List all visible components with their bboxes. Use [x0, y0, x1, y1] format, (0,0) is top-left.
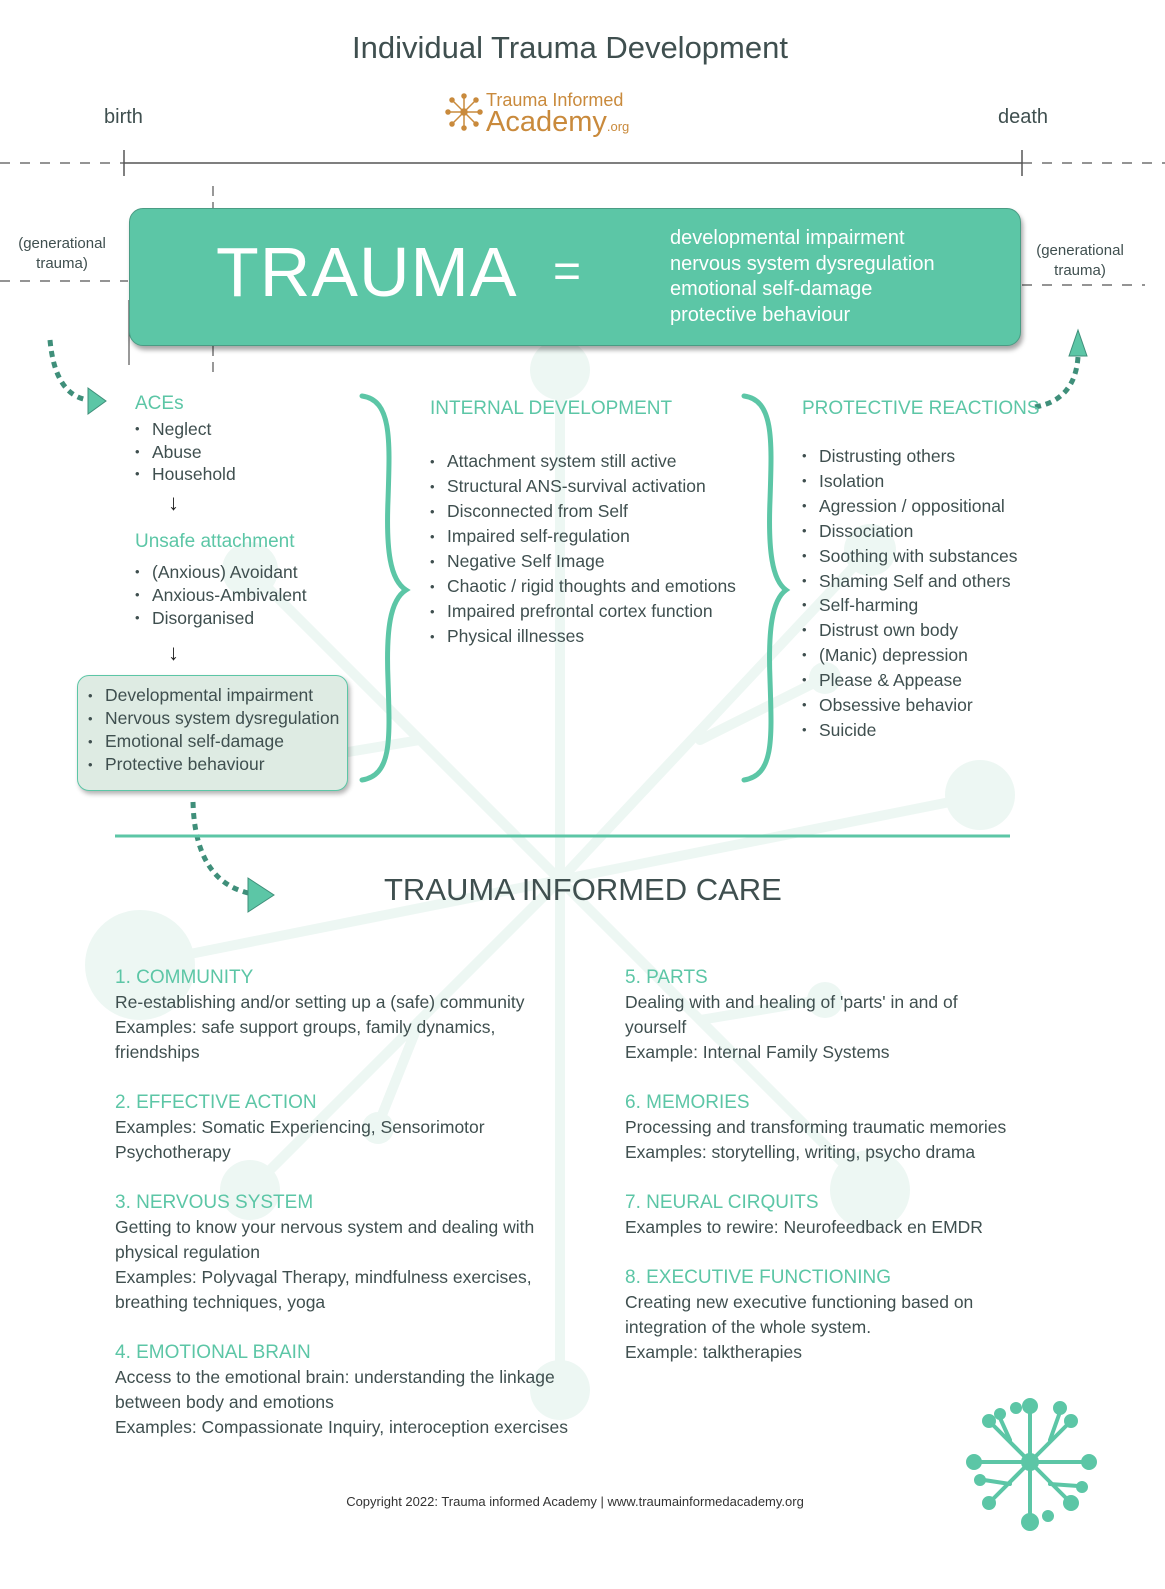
arrow-head-right-icon: [1068, 328, 1088, 357]
trauma-effect: emotional self-damage: [670, 278, 873, 300]
page-title: Individual Trauma Development: [352, 30, 788, 65]
list-item: (Anxious) Avoidant: [135, 561, 307, 584]
curly-brace-left-icon: [359, 393, 411, 783]
care-item-heading: 3. NERVOUS SYSTEM: [115, 1192, 314, 1213]
arrow-head-bottom-icon: [247, 877, 275, 913]
list-item: Nervous system dysregulation: [88, 707, 339, 730]
logo-sunburst-icon: [445, 93, 483, 131]
dashed-arrow-left: [47, 339, 89, 403]
list-item: Neglect: [135, 418, 236, 441]
protective-reactions-heading: PROTECTIVE REACTIONS: [802, 398, 1040, 419]
list-item: Abuse: [135, 441, 236, 464]
list-item: Attachment system still active: [430, 449, 736, 474]
internal-development-heading: INTERNAL DEVELOPMENT: [430, 398, 673, 419]
care-title: TRAUMA INFORMED CARE: [384, 872, 782, 907]
unsafe-attachment-heading: Unsafe attachment: [135, 531, 295, 552]
trauma-word: TRAUMA: [216, 233, 518, 311]
care-item-heading: 5. PARTS: [625, 967, 708, 988]
list-item: Shaming Self and others: [802, 569, 1017, 594]
list-item: Disconnected from Self: [430, 499, 736, 524]
timeline-birth-label: birth: [104, 106, 143, 128]
list-item: Self-harming: [802, 593, 1017, 618]
list-item: Agression / oppositional: [802, 494, 1017, 519]
network-logo-icon: [966, 1398, 1097, 1531]
care-item-heading: 4. EMOTIONAL BRAIN: [115, 1342, 311, 1363]
list-item: Distrust own body: [802, 618, 1017, 643]
arrow-head-left-icon: [87, 387, 107, 415]
care-item-neural-circuits: 7. NEURAL CIRQUITS Examples to rewire: N…: [625, 1190, 1095, 1240]
list-item: Developmental impairment: [88, 684, 339, 707]
list-item: Impaired prefrontal cortex function: [430, 599, 736, 624]
academy-logo[interactable]: Trauma Informed Academy.org: [444, 88, 644, 138]
list-item: Suicide: [802, 718, 1017, 743]
list-item: Negative Self Image: [430, 549, 736, 574]
dashed-arrow-bottom: [190, 801, 249, 896]
trauma-effect: nervous system dysregulation: [670, 252, 935, 275]
list-item: Disorganised: [135, 607, 307, 630]
trauma-box: [129, 208, 1021, 346]
equals-sign: =: [553, 245, 582, 298]
list-item: Protective behaviour: [88, 753, 339, 776]
aces-heading: ACEs: [135, 393, 184, 414]
trauma-effects-list: developmental impairment nervous system …: [670, 226, 935, 328]
care-item-heading: 8. EXECUTIVE FUNCTIONING: [625, 1267, 892, 1288]
protective-reactions-list: Distrusting others Isolation Agression /…: [802, 444, 1017, 743]
down-arrow-icon: ↓: [168, 640, 179, 665]
copyright-footer: Copyright 2022: Trauma informed Academy …: [346, 1494, 804, 1509]
care-item-emotional-brain: 4. EMOTIONAL BRAIN Access to the emotion…: [115, 1340, 585, 1440]
list-item: Household: [135, 463, 236, 486]
list-item: Structural ANS-survival activation: [430, 474, 736, 499]
list-item: Emotional self-damage: [88, 730, 339, 753]
down-arrow-icon: ↓: [168, 490, 179, 515]
list-item: Physical illnesses: [430, 624, 736, 649]
care-item-heading: 2. EFFECTIVE ACTION: [115, 1092, 317, 1113]
care-item-heading: 7. NEURAL CIRQUITS: [625, 1192, 819, 1213]
list-item: Chaotic / rigid thoughts and emotions: [430, 574, 736, 599]
list-item: Soothing with substances: [802, 544, 1017, 569]
care-item-executive-functioning: 8. EXECUTIVE FUNCTIONING Creating new ex…: [625, 1265, 1095, 1365]
care-item-heading: 6. MEMORIES: [625, 1092, 750, 1113]
list-item: Distrusting others: [802, 444, 1017, 469]
logo-line1: Trauma Informed: [486, 90, 624, 110]
list-item: Obsessive behavior: [802, 693, 1017, 718]
care-item-parts: 5. PARTS Dealing with and healing of 'pa…: [625, 965, 1095, 1065]
care-item-heading: 1. COMMUNITY: [115, 967, 254, 988]
list-item: Dissociation: [802, 519, 1017, 544]
internal-development-list: Attachment system still active Structura…: [430, 449, 736, 649]
aces-list: Neglect Abuse Household: [135, 418, 236, 486]
list-item: Please & Appease: [802, 668, 1017, 693]
list-item: (Manic) depression: [802, 643, 1017, 668]
dashed-arrow-right: [1034, 356, 1081, 410]
care-item-community: 1. COMMUNITY Re-establishing and/or sett…: [115, 965, 585, 1065]
care-item-memories: 6. MEMORIES Processing and transforming …: [625, 1090, 1095, 1165]
trauma-effect: protective behaviour: [670, 303, 851, 326]
trauma-effect: developmental impairment: [670, 227, 905, 249]
curly-brace-right-icon: [741, 393, 791, 783]
watermark-network-icon: [155, 375, 965, 1385]
timeline-death-label: death: [998, 106, 1049, 128]
logo-line2: Academy.org: [486, 106, 630, 138]
list-item: Anxious-Ambivalent: [135, 584, 307, 607]
unsafe-attachment-list: (Anxious) Avoidant Anxious-Ambivalent Di…: [135, 561, 307, 629]
care-item-effective-action: 2. EFFECTIVE ACTION Examples: Somatic Ex…: [115, 1090, 585, 1165]
list-item: Isolation: [802, 469, 1017, 494]
care-item-nervous-system: 3. NERVOUS SYSTEM Getting to know your n…: [115, 1190, 585, 1315]
list-item: Impaired self-regulation: [430, 524, 736, 549]
result-list: Developmental impairment Nervous system …: [88, 684, 339, 776]
